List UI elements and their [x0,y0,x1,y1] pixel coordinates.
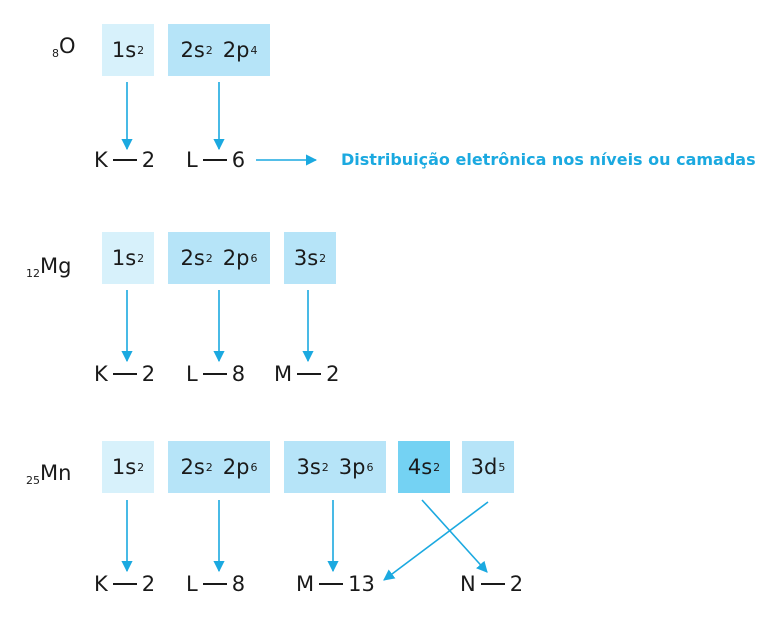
dash [319,583,344,585]
caption-text: Distribuição eletrônica nos níveis ou ca… [341,150,756,169]
electron-count: 2 [321,460,329,474]
shell-count: 2 [509,572,524,596]
electron-count: 4 [250,43,258,57]
shell-letter: L [186,362,198,386]
electron-count: 2 [433,460,441,474]
arrow-3d-to-m [383,501,489,581]
subshell-label: 2p [222,455,250,479]
element-manganese-label: 25Mn [26,461,71,487]
element-oxygen-label: 8O [52,34,76,60]
electron-count: 2 [205,460,213,474]
shell-count: 6 [231,148,246,172]
atomic-number: 8 [52,47,59,60]
subshell-label: 1s [111,38,137,62]
subshell-label: 3d [470,455,498,479]
subshell-label: 2p [222,246,250,270]
shell-count: 13 [348,572,375,596]
electron-count: 6 [250,251,258,265]
subshell-label: 2p [222,38,250,62]
arrow-4s-to-n [421,499,488,573]
dash [202,159,227,161]
subshell-label: 4s [407,455,433,479]
shell-count: 8 [231,572,246,596]
shell-letter: L [186,148,198,172]
shell-letter: K [94,362,108,386]
electron-count: 2 [137,43,145,57]
dash [202,583,227,585]
shell-letter: K [94,148,108,172]
dash [202,373,227,375]
subshell-label: 2s [180,38,205,62]
subshell-label: 3p [338,455,366,479]
element-symbol: Mn [40,461,72,485]
shell-count: 8 [231,362,246,386]
shell-letter: L [186,572,198,596]
shell-count: 2 [141,362,156,386]
subshell-label: 2s [180,246,205,270]
dash [480,583,505,585]
electron-count: 5 [498,460,506,474]
dash [112,373,137,375]
shell-count: 2 [141,572,156,596]
electron-count: 6 [250,460,258,474]
shell-letter: K [94,572,108,596]
electron-count: 2 [319,251,327,265]
shell-letter: M [296,572,315,596]
element-magnesium-label: 12Mg [26,254,71,280]
subshell-label: 2s [180,455,205,479]
shell-letter: N [460,572,476,596]
subshell-label: 1s [111,246,137,270]
dash [112,159,137,161]
shell-m: M 13 [296,572,375,596]
electron-count: 2 [205,251,213,265]
shell-count: 2 [141,148,156,172]
dash [112,583,137,585]
electron-count: 6 [366,460,374,474]
element-symbol: O [59,34,76,58]
electron-count: 2 [205,43,213,57]
subshell-label: 3s [293,246,319,270]
shell-count: 2 [326,362,340,386]
subshell-label: 3s [296,455,321,479]
dash [297,373,322,375]
element-symbol: Mg [40,254,72,278]
atomic-number: 12 [26,267,40,280]
electron-count: 2 [137,460,145,474]
shell-letter: M [274,362,293,386]
electron-count: 2 [137,251,145,265]
subshell-label: 1s [111,455,137,479]
atomic-number: 25 [26,474,40,487]
